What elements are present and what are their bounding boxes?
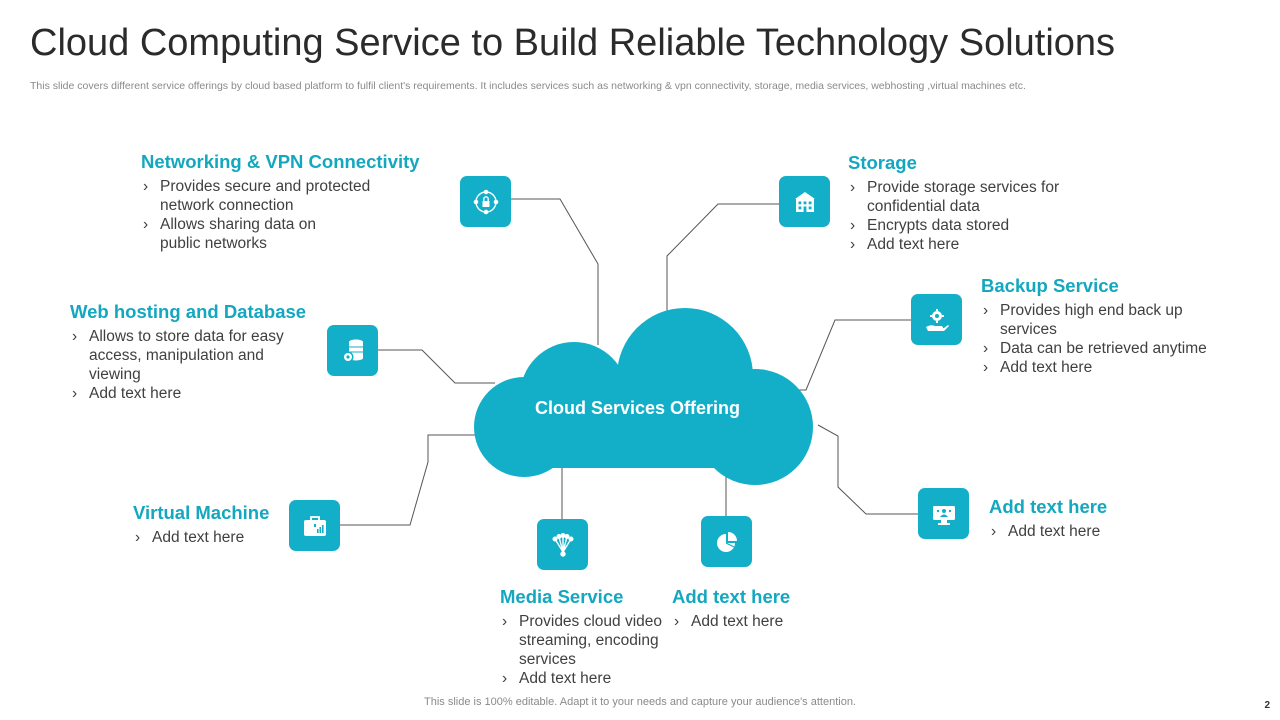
- connector-webhosting: [378, 349, 495, 384]
- page-subtitle: This slide covers different service offe…: [30, 80, 1026, 92]
- block-webhosting-item: Allows to store data for easy access, ma…: [70, 327, 289, 384]
- page-title: Cloud Computing Service to Build Reliabl…: [30, 22, 1116, 64]
- block-backup: Backup Service Provides high end back up…: [981, 275, 1241, 377]
- block-networking-title: Networking & VPN Connectivity: [141, 151, 420, 172]
- block-networking-item: Allows sharing data on public networks: [141, 215, 340, 253]
- hand-gear-icon: [911, 294, 962, 345]
- block-addtext-right-item: Add text here: [989, 522, 1149, 541]
- block-addtext-right-title: Add text here: [989, 496, 1108, 517]
- block-networking-item: Provides secure and protected network co…: [141, 177, 380, 215]
- block-vm-item: Add text here: [133, 528, 293, 547]
- database-gear-icon: [327, 325, 378, 376]
- block-media-item: Provides cloud video streaming, encoding…: [500, 612, 669, 669]
- block-storage-item: Encrypts data stored: [848, 216, 1108, 235]
- block-media-item: Add text here: [500, 669, 670, 688]
- connector-storage: [666, 203, 779, 318]
- block-addtext-right: Add text here Add text here: [989, 496, 1149, 541]
- network-lock-icon: [460, 176, 511, 227]
- block-vm-title: Virtual Machine: [133, 502, 270, 523]
- pie-chart-icon: [701, 516, 752, 567]
- network-nodes-icon: [537, 519, 588, 570]
- footer-note: This slide is 100% editable. Adapt it to…: [424, 696, 856, 708]
- block-storage: Storage Provide storage services for con…: [848, 152, 1108, 254]
- briefcase-chart-icon: [289, 500, 340, 551]
- connector-vm: [340, 434, 478, 526]
- connector-networking: [511, 198, 599, 345]
- block-webhosting: Web hosting and Database Allows to store…: [70, 301, 320, 403]
- block-addtext-bottom: Add text here Add text here: [672, 586, 832, 631]
- block-networking: Networking & VPN Connectivity Provides s…: [141, 151, 441, 253]
- block-backup-item: Add text here: [981, 358, 1241, 377]
- page-number: 2: [1264, 700, 1270, 711]
- building-icon: [779, 176, 830, 227]
- monitor-icon: [918, 488, 969, 539]
- block-vm: Virtual Machine Add text here: [133, 502, 293, 547]
- block-webhosting-item: Add text here: [70, 384, 320, 403]
- block-storage-item: Add text here: [848, 235, 1108, 254]
- block-storage-item: Provide storage services for confidentia…: [848, 178, 1092, 216]
- block-addtext-bottom-item: Add text here: [672, 612, 832, 631]
- block-storage-title: Storage: [848, 152, 917, 173]
- connector-addtext-right: [817, 424, 918, 515]
- center-label: Cloud Services Offering: [534, 398, 741, 418]
- block-addtext-bottom-title: Add text here: [672, 586, 791, 607]
- block-backup-item: Data can be retrieved anytime: [981, 339, 1240, 358]
- block-media-title: Media Service: [500, 586, 624, 607]
- block-backup-item: Provides high end back up services: [981, 301, 1190, 339]
- block-backup-title: Backup Service: [981, 275, 1119, 296]
- block-webhosting-title: Web hosting and Database: [70, 301, 307, 322]
- block-media: Media Service Provides cloud video strea…: [500, 586, 670, 688]
